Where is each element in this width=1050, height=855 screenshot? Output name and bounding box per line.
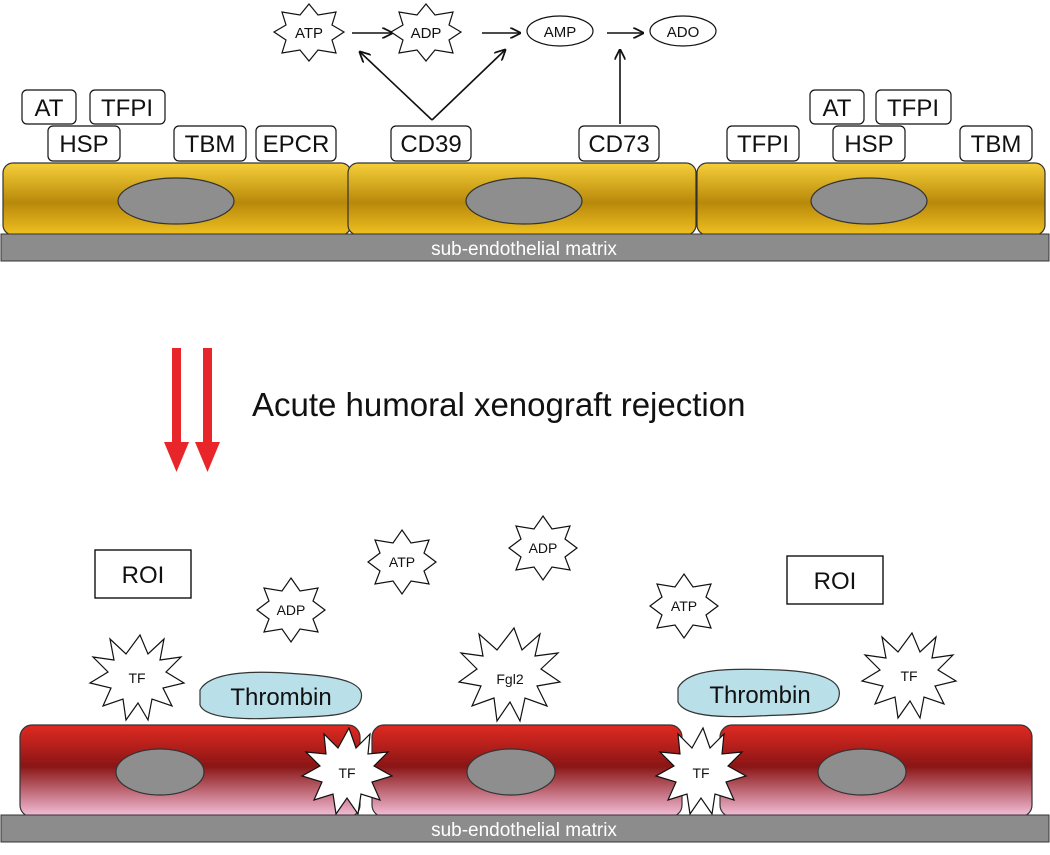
hsp-right-box [832,125,906,162]
cd39-label: CD39 [400,131,461,158]
bottom-matrix [0,814,1050,843]
ado-label: ADO [667,24,700,41]
hsp-right-label: HSP [844,131,893,158]
tbm-left-box [173,125,247,162]
tfpi-left-box [89,89,166,125]
hsp-left-label: HSP [59,131,108,158]
roi-left-label: ROI [122,562,165,589]
tf-junction-right-label: TF [692,765,709,781]
rejected-nucleus-2 [466,748,556,796]
tfpi-right-top-label: TFPI [887,95,939,122]
tf-junction-left-burst [300,726,394,816]
red-arrow-right-head [195,442,220,472]
red-arrow-right-shaft [203,348,212,444]
atp-right-label: ATP [671,598,697,614]
adp-star-shape [389,3,463,62]
rejection-title: Acute humoral xenograft rejection [252,386,745,423]
healthy-nucleus-2 [465,177,583,225]
atp-label: ATP [295,25,323,42]
amp-ellipse [526,15,594,47]
tf-left-label: TF [128,670,145,686]
tbm-right-label: TBM [971,131,1022,158]
amp-label: AMP [544,24,577,41]
fgl2-burst [457,626,562,723]
transition-arrows [164,348,220,472]
top-matrix [0,233,1050,262]
cd39-to-adp-arrow [431,50,505,121]
thrombin-right-label: Thrombin [709,682,810,709]
top-matrix-label: sub-endothelial matrix [431,239,617,260]
tfpi-right-label: TFPI [737,131,789,158]
tf-junction-left-label: TF [338,765,355,781]
cd39-to-atp-arrow [360,52,433,121]
adp-label: ADP [411,25,442,42]
at-right-box [809,89,865,125]
bottom-matrix-label: sub-endothelial matrix [431,820,617,841]
roi-right-label: ROI [814,568,857,595]
tfpi-right-box [726,125,800,162]
adp-left-label: ADP [277,602,306,618]
healthy-endothelium [2,162,1046,236]
adp-left-star [256,576,326,644]
at-right-label: AT [823,95,852,122]
cd39-box [390,125,472,162]
tbm-right-box [959,125,1033,162]
purine-pathway: ATP ADP AMP ADO [272,3,717,124]
adp-center-label: ADP [529,540,558,556]
thrombin-left-label: Thrombin [230,684,331,711]
thrombin-left-shape [199,671,363,720]
roi-right-box [786,555,884,605]
tf-right-label: TF [900,668,917,684]
hsp-left-box [47,125,121,162]
tfpi-right-top-box [875,89,952,125]
epcr-label: EPCR [263,131,330,158]
thrombin-right-shape [677,668,840,718]
atp-star-shape [272,3,346,62]
ado-ellipse [649,15,717,47]
rejected-nucleus-3 [817,748,907,796]
healthy-nucleus-3 [810,177,928,225]
epcr-box [255,125,337,162]
tf-left-burst [88,633,186,722]
atp-right-star [649,572,719,640]
at-left-label: AT [35,95,64,122]
adp-center-star [508,514,578,582]
top-surface-labels: AT TFPI HSP TBM EPCR CD39 CD73 TFPI AT T… [21,89,1033,162]
fgl2-label: Fgl2 [496,671,523,687]
tfpi-left-label: TFPI [101,95,153,122]
tf-right-burst [860,631,958,720]
rejected-nucleus-1 [115,748,205,796]
healthy-nucleus-1 [117,177,235,225]
red-arrow-left-head [164,442,189,472]
roi-left-box [94,549,192,599]
cd73-box [578,125,660,162]
tbm-left-label: TBM [185,131,236,158]
cd73-label: CD73 [588,131,649,158]
tf-junction-right-burst [654,726,748,816]
at-left-box [21,89,77,125]
atp-left-label: ATP [389,554,415,570]
red-arrow-left-shaft [172,348,181,444]
atp-left-star [367,528,437,596]
rejected-endothelium [19,724,1033,818]
